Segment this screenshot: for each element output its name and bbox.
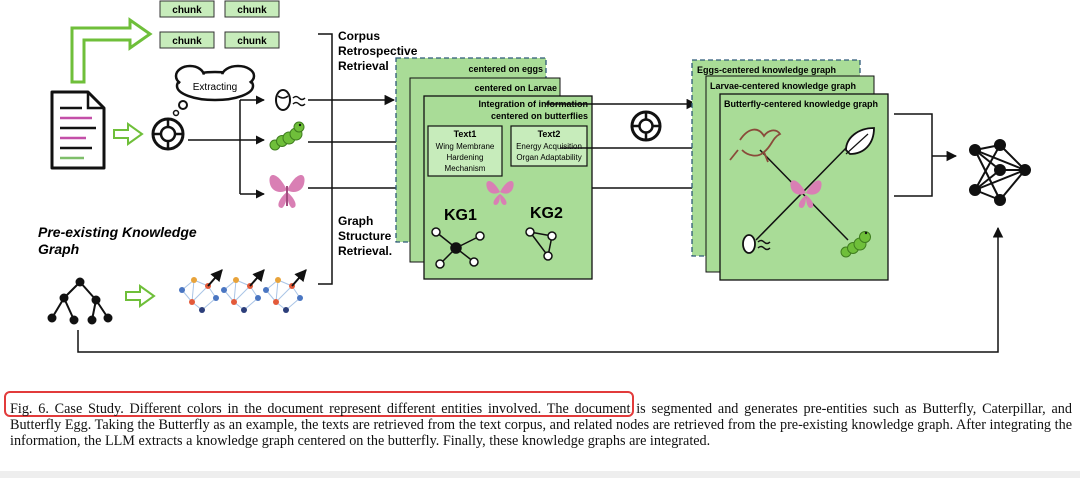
egg-icon xyxy=(742,234,771,254)
integration-stack: centered on eggs centered on Larvae Inte… xyxy=(395,57,593,280)
graph-retrieval-label: Structure xyxy=(338,229,392,243)
egg-icon xyxy=(275,89,306,111)
pre-kg-title: Pre-existing Knowledge xyxy=(38,224,197,240)
text2-title: Text2 xyxy=(538,129,561,139)
kg-stack-front-label: Butterfly-centered knowledge graph xyxy=(724,99,878,109)
caption-highlight-box xyxy=(4,391,634,417)
merge-bracket xyxy=(894,113,956,197)
text1-line: Mechanism xyxy=(445,164,486,173)
center-butterfly-icon xyxy=(790,180,822,208)
chunk-label: chunk xyxy=(237,5,267,16)
retrieval-bracket xyxy=(318,33,333,285)
graph-retrieval-label: Retrieval. xyxy=(338,244,392,258)
chunk-label: chunk xyxy=(172,5,202,16)
text1-title: Text1 xyxy=(454,129,477,139)
kg1-graph xyxy=(431,227,485,269)
kg-stack-back-label: Eggs-centered knowledge graph xyxy=(697,65,836,75)
llm-icon xyxy=(151,117,185,151)
caterpillar-icon xyxy=(840,231,871,258)
merged-graph-icon xyxy=(969,139,1031,206)
document-icon xyxy=(50,90,106,170)
leaf-icon xyxy=(845,127,875,155)
corpus-retrieval-label: Corpus xyxy=(338,29,380,43)
tree-graph-icon xyxy=(47,277,113,325)
stack-front-label: Integration of information xyxy=(479,99,589,109)
stack-butterfly-icon xyxy=(486,180,514,205)
chunk-label: chunk xyxy=(172,36,202,47)
subgraph-icons xyxy=(179,269,307,313)
stack-back-label: centered on eggs xyxy=(468,64,543,74)
caterpillar-icon xyxy=(269,121,305,151)
corpus-retrieval-label: Retrieval xyxy=(338,59,389,73)
text1-line: Wing Membrane xyxy=(436,142,495,151)
figure-caption: Fig. 6. Case Study. Different colors in … xyxy=(10,401,1072,449)
bird-icon xyxy=(729,128,782,163)
extracting-cloud: Extracting xyxy=(172,64,256,117)
graph-retrieval-label: Graph xyxy=(338,214,373,228)
page-bottom-strip xyxy=(0,471,1080,478)
chunk-label: chunk xyxy=(237,36,267,47)
doc-to-llm-arrow xyxy=(113,122,144,146)
feedback-line xyxy=(77,226,1004,353)
caption-highlighted-text: Fig. 6. Case Study. Different colors in … xyxy=(10,401,542,417)
tree-to-graphs-arrow xyxy=(125,284,156,308)
chunk-grid: chunk chunk chunk chunk xyxy=(159,0,280,49)
knowledge-graph-stack: Eggs-centered knowledge graph Larvae-cen… xyxy=(691,59,889,281)
text2-line: Organ Adaptability xyxy=(516,153,581,162)
text2-line: Energy Acquisition xyxy=(516,142,582,151)
kg-stack-mid-label: Larvae-centered knowledge graph xyxy=(710,81,856,91)
entity-branches xyxy=(188,95,265,199)
method-figure: chunk chunk chunk chunk Extracting xyxy=(38,0,1031,353)
llm-icon xyxy=(630,110,662,142)
pre-kg-title: Graph xyxy=(38,241,79,257)
kg2-label: KG2 xyxy=(530,205,563,222)
stack-mid-label: centered on Larvae xyxy=(474,83,557,93)
kg1-label: KG1 xyxy=(444,207,477,224)
butterfly-icon xyxy=(269,174,305,208)
extracting-label: Extracting xyxy=(193,82,237,93)
corpus-retrieval-label: Retrospective xyxy=(338,44,418,58)
text1-line: Hardening xyxy=(447,153,484,162)
stack-front-label: centered on butterflies xyxy=(491,111,588,121)
caption-body-text: The document is segmented and generates … xyxy=(10,401,1072,449)
segment-arrow xyxy=(70,17,153,84)
kg2-graph xyxy=(525,227,557,261)
